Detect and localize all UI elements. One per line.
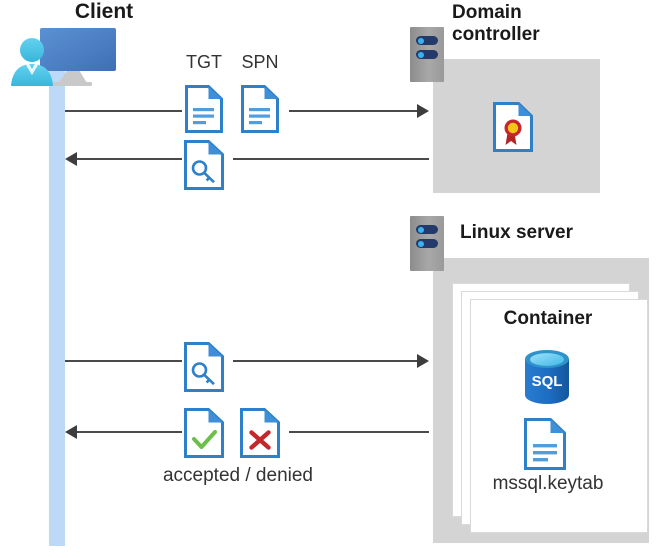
- message-line-tgt-spn-right: [289, 110, 417, 112]
- linux-server-label: Linux server: [460, 222, 573, 243]
- rack-led: [416, 239, 438, 248]
- accepted-document-icon: [184, 408, 224, 458]
- message-line-ticket-presented-right: [233, 360, 417, 362]
- arrowhead-to-client-result: [65, 425, 77, 439]
- message-line-service-ticket-left: [77, 158, 182, 160]
- rack-led: [416, 50, 438, 59]
- domain-controller-label-line1: Domain: [452, 2, 522, 23]
- message-line-tgt-spn-left: [65, 110, 182, 112]
- arrowhead-to-linux-server: [417, 354, 429, 368]
- certificate-document-icon: [493, 102, 533, 152]
- spn-document-icon: [241, 85, 279, 133]
- arrowhead-to-domain-controller: [417, 104, 429, 118]
- keytab-document-icon: [524, 418, 566, 470]
- denied-document-icon: [240, 408, 280, 458]
- container-label: Container: [503, 308, 593, 329]
- key-document-icon: [184, 342, 224, 392]
- spn-label: SPN: [241, 52, 279, 72]
- rack-led: [416, 225, 438, 234]
- tgt-document-icon: [185, 85, 223, 133]
- svg-text:SQL: SQL: [532, 373, 563, 390]
- message-line-accepted-denied-right: [289, 431, 429, 433]
- tgt-label: TGT: [186, 52, 222, 72]
- message-line-service-ticket-right: [233, 158, 429, 160]
- domain-controller-label-line2: controller: [452, 24, 540, 46]
- client-workstation-icon: [10, 26, 122, 88]
- message-line-accepted-denied-left: [77, 431, 182, 433]
- key-document-icon: [184, 140, 224, 190]
- accepted-denied-caption: accepted / denied: [162, 465, 313, 486]
- arrowhead-to-client-ticket: [65, 152, 77, 166]
- container-card-front: [470, 299, 648, 533]
- keytab-filename-label: mssql.keytab: [492, 473, 604, 494]
- server-rack-icon: [410, 27, 444, 82]
- client-lifeline: [49, 60, 65, 546]
- sql-database-icon: SQL: [521, 349, 573, 405]
- client-label: Client: [74, 0, 134, 23]
- rack-led: [416, 36, 438, 45]
- message-line-ticket-presented-left: [65, 360, 182, 362]
- server-rack-icon: [410, 216, 444, 271]
- domain-controller-label: Domain controller: [452, 2, 652, 47]
